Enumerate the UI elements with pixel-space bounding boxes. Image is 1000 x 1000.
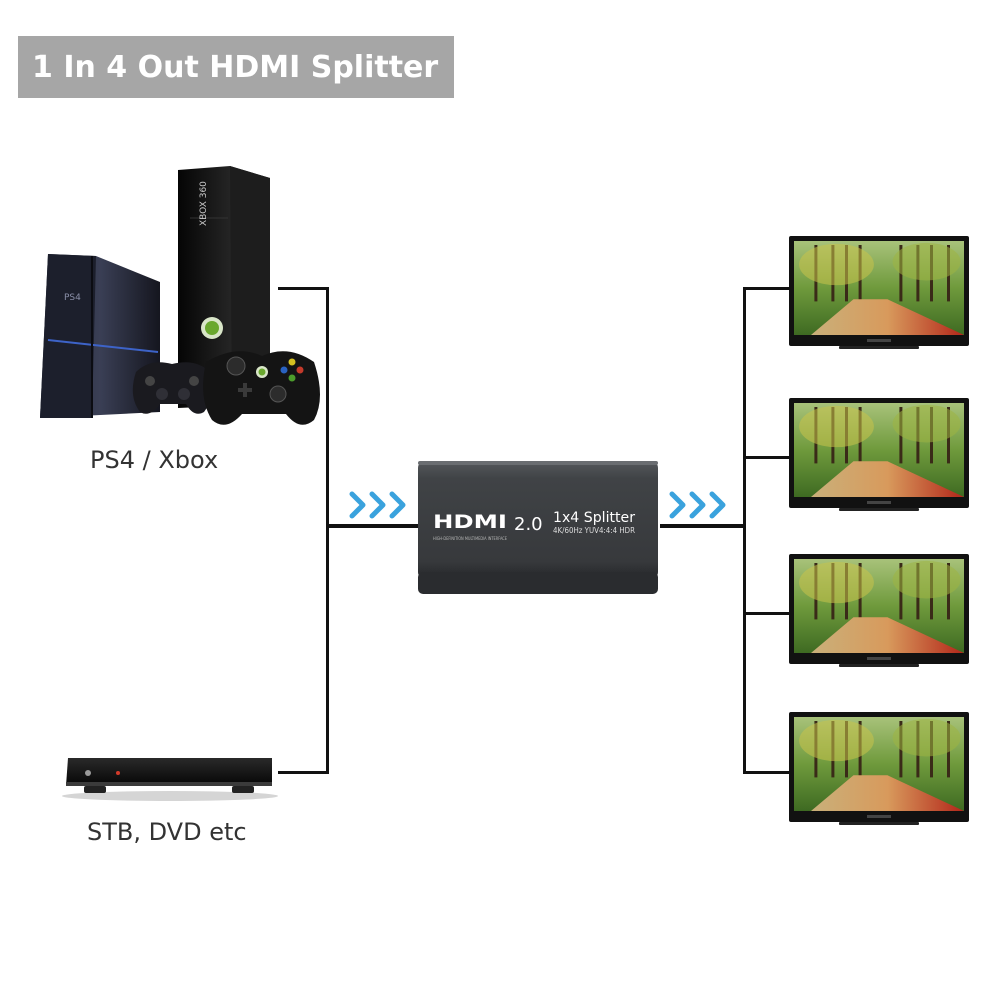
page-title: 1 In 4 Out HDMI Splitter xyxy=(32,49,439,85)
splitter-model: 1x4 Splitter xyxy=(553,510,635,526)
splitter-version: 2.0 xyxy=(514,514,543,535)
wire-tv-1 xyxy=(743,287,789,290)
status-led-icon xyxy=(116,771,120,775)
wire-tv-2 xyxy=(743,456,789,459)
source-label-consoles: PS4 / Xbox xyxy=(90,446,219,474)
wire-tv-4 xyxy=(743,771,789,774)
title-banner: 1 In 4 Out HDMI Splitter xyxy=(18,36,454,98)
hdmi-logo: HDMI xyxy=(433,511,507,533)
tv-icon xyxy=(789,398,969,511)
xbox-controller-icon xyxy=(203,351,320,425)
wire-stb-out xyxy=(278,771,329,774)
wire-left-bus xyxy=(326,287,329,774)
game-console-icon: PS4 XBOX 360 xyxy=(40,166,320,425)
source-label-stb: STB, DVD etc xyxy=(87,818,247,846)
set-top-box-icon xyxy=(62,758,278,801)
ps4-label: PS4 xyxy=(64,293,81,303)
wire-right-bus xyxy=(743,287,746,774)
wire-console-out xyxy=(278,287,329,290)
wire-from-splitter xyxy=(660,524,746,528)
hdmi-splitter-device: HDMI HIGH-DEFINITION MULTIMEDIA INTERFAC… xyxy=(418,461,658,594)
tv-icon xyxy=(789,712,969,825)
hdmi-tagline: HIGH-DEFINITION MULTIMEDIA INTERFACE xyxy=(433,536,507,541)
tv-icon xyxy=(789,236,969,349)
splitter-spec: 4K/60Hz YUV4:4:4 HDR xyxy=(553,526,635,535)
ps4-console-icon: PS4 xyxy=(40,254,160,418)
xbox-label: XBOX 360 xyxy=(199,181,209,226)
wire-tv-3 xyxy=(743,612,789,615)
tv-icon xyxy=(789,554,969,667)
power-icon xyxy=(85,770,91,776)
wire-to-splitter xyxy=(326,524,418,528)
xbox-console-icon: XBOX 360 xyxy=(178,166,270,408)
ps4-controller-icon xyxy=(132,362,212,414)
